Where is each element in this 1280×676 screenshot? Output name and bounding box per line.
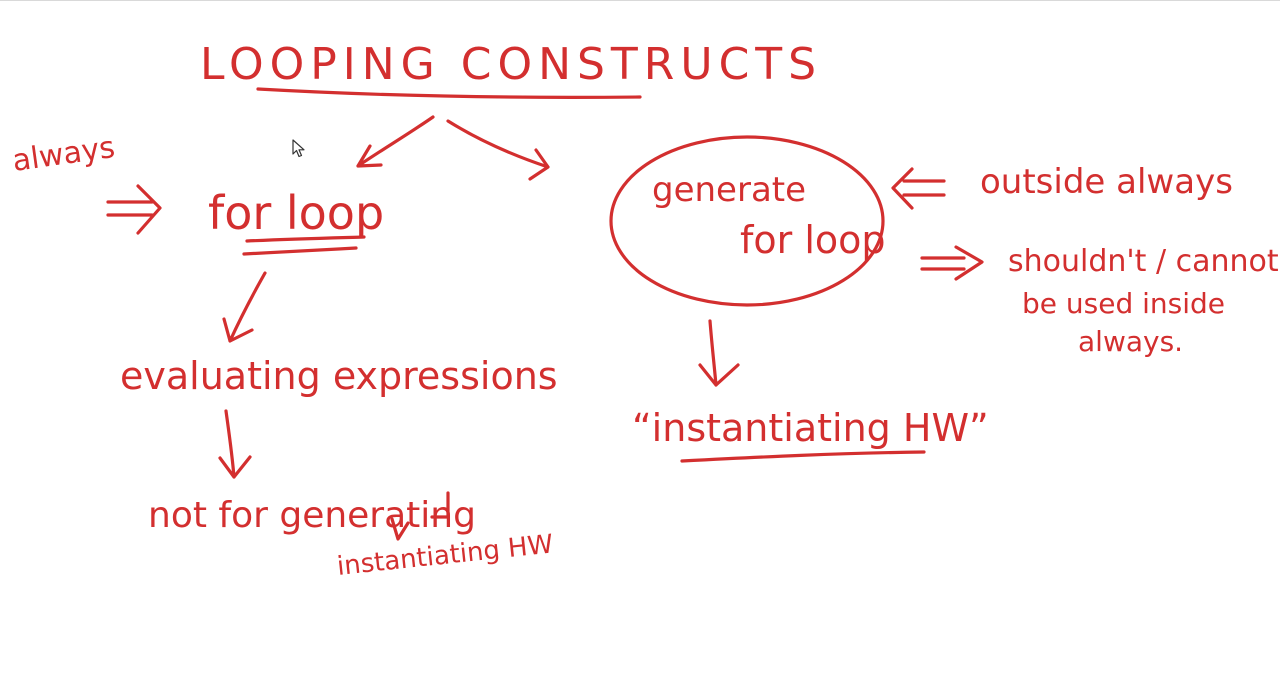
instantiating-hw-underline bbox=[680, 450, 926, 463]
always-text-restriction: always. bbox=[1078, 325, 1183, 358]
not-for-generating-text: not for generating bbox=[148, 495, 476, 536]
left-double-arrow bbox=[891, 167, 946, 210]
outside-always-text: outside always bbox=[980, 162, 1233, 202]
arrow-to-evaluating bbox=[222, 271, 267, 343]
implies-arrow-left bbox=[106, 184, 162, 235]
always-note: always bbox=[10, 130, 117, 179]
arrow-to-generate bbox=[446, 119, 550, 181]
arrow-to-not-for-generating bbox=[218, 409, 252, 479]
mouse-pointer-icon bbox=[292, 139, 305, 158]
arrow-to-for-loop bbox=[356, 115, 435, 168]
implies-arrow-right bbox=[920, 245, 984, 281]
diagram-title: LOOPING CONSTRUCTS bbox=[200, 39, 822, 90]
instantiating-hw-result: “instantiating HW” bbox=[632, 406, 989, 450]
arrow-to-instantiating-hw bbox=[698, 319, 740, 387]
for-loop-text-right: for loop bbox=[740, 218, 886, 262]
generate-for-loop-oval bbox=[609, 135, 885, 307]
instantiating-hw-small: instantiating HW bbox=[336, 529, 555, 582]
generate-text: generate bbox=[652, 170, 806, 210]
for-loop-underline bbox=[242, 235, 366, 256]
evaluating-expressions-text: evaluating expressions bbox=[120, 354, 558, 398]
title-underline bbox=[256, 87, 642, 99]
for-loop-node: for loop bbox=[208, 186, 384, 240]
shouldnt-cannot-text: shouldn't / cannot bbox=[1008, 244, 1279, 279]
bracket-arrow-to-instantiating bbox=[390, 491, 450, 541]
be-used-inside-text: be used inside bbox=[1022, 287, 1225, 320]
